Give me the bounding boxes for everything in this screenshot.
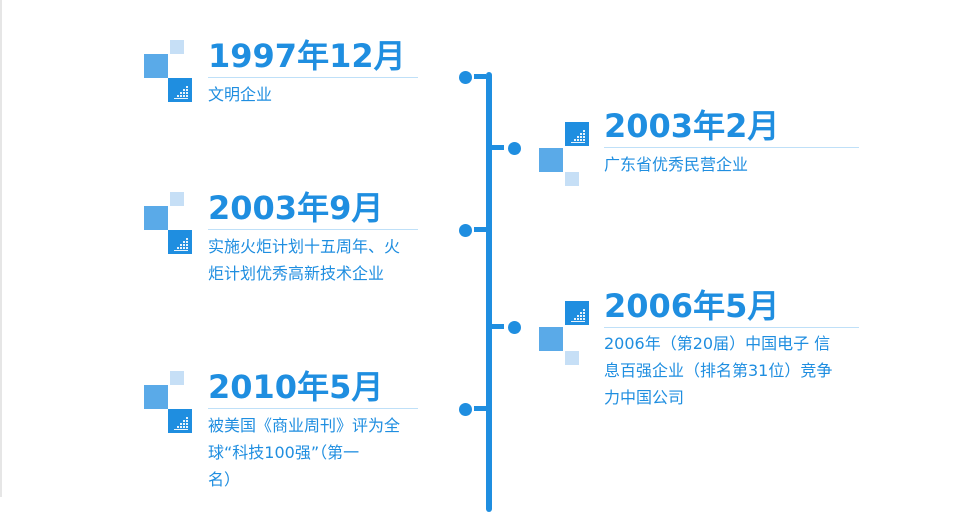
timeline-axis [486, 72, 492, 512]
stair-pattern-icon [571, 130, 585, 143]
timeline-date: 2003年9月 [208, 189, 384, 227]
timeline-stub [474, 227, 486, 232]
stair-pattern-icon [174, 238, 188, 251]
timeline-description: 2006年（第20届）中国电子 信 息百强企业（排名第31位）竞争 力中国公司 [604, 334, 833, 407]
timeline-stub [492, 145, 504, 150]
timeline-node [459, 224, 472, 237]
divider [604, 147, 859, 148]
timeline-date: 2006年5月 [604, 287, 780, 325]
divider [604, 327, 859, 328]
timeline-date: 2010年5月 [208, 368, 384, 406]
divider [208, 408, 418, 409]
timeline-description: 广东省优秀民营企业 [604, 155, 749, 174]
divider [208, 229, 418, 230]
square-cluster-icon [144, 371, 199, 436]
timeline-stub [474, 74, 486, 79]
timeline-date: 2003年2月 [604, 107, 780, 145]
square-cluster-icon [539, 301, 594, 366]
timeline-node [459, 403, 472, 416]
left-edge-border [0, 0, 2, 497]
stair-pattern-icon [174, 417, 188, 430]
timeline-stub [474, 406, 486, 411]
timeline-description: 实施火炬计划十五周年、火 炬计划优秀高新技术企业 [208, 237, 401, 283]
timeline-date: 1997年12月 [208, 37, 406, 75]
square-cluster-icon [539, 122, 594, 187]
timeline-description: 文明企业 [208, 85, 273, 104]
timeline-node [459, 71, 472, 84]
timeline-description: 被美国《商业周刊》评为全 球“科技100强”（第一 名） [208, 416, 401, 489]
divider [208, 77, 418, 78]
timeline-node [508, 142, 521, 155]
square-cluster-icon [144, 40, 199, 105]
timeline-stub [492, 324, 504, 329]
stair-pattern-icon [571, 309, 585, 322]
stair-pattern-icon [174, 86, 188, 99]
square-cluster-icon [144, 192, 199, 257]
timeline-node [508, 321, 521, 334]
